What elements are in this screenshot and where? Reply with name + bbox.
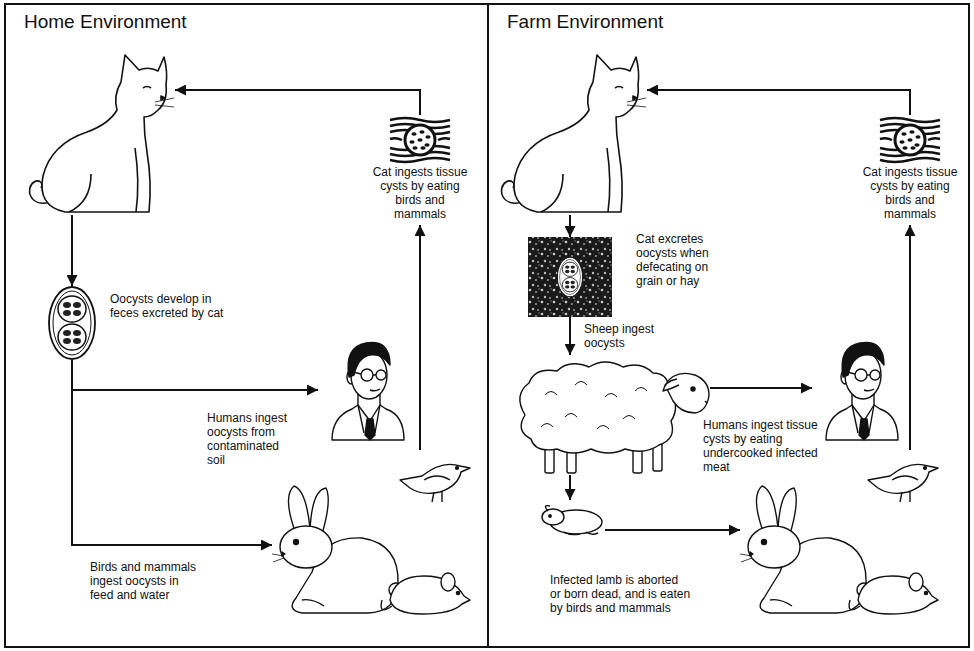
figure-part: [663, 379, 679, 391]
sheep-drawing: [520, 362, 709, 473]
oocyst-figure: Oocysts develop in feces excreted by cat: [47, 286, 97, 360]
cat-drawing: [502, 55, 646, 212]
caption: Cat ingests tissue cysts by eating birds…: [860, 165, 960, 221]
animals-figure: Birds and mammals ingest oocysts in feed…: [272, 450, 470, 615]
caption: Cat excretes oocysts when defecating on …: [636, 232, 722, 288]
grain-figure: Cat excretes oocysts when defecating on …: [528, 237, 612, 317]
caption: Cat ingests tissue cysts by eating birds…: [370, 165, 470, 221]
arrow: [605, 529, 740, 531]
arrow: [647, 90, 910, 115]
caption: Oocysts develop in feces excreted by cat: [110, 292, 234, 320]
arrow-label: Sheep ingest oocysts: [582, 322, 672, 350]
human-drawing: [332, 342, 404, 440]
cat-drawing: [30, 55, 174, 212]
arrow: [909, 225, 911, 450]
arrow: [569, 215, 571, 237]
cat-figure: [25, 52, 175, 215]
animals-drawing: [740, 464, 938, 614]
caption: Humans ingest oocysts from contaminated …: [207, 411, 295, 467]
figure-part: [520, 362, 676, 453]
figure-part: [542, 509, 564, 525]
animals-figure: [740, 450, 938, 615]
tissue-cyst-drawing: [390, 117, 450, 163]
sheep-figure: [505, 355, 710, 475]
lamb-figure: Infected lamb is aborted or born dead, a…: [540, 500, 605, 537]
tissue-cyst-figure: Cat ingests tissue cysts by eating birds…: [855, 115, 965, 225]
arrow: [569, 317, 571, 355]
tissue-cyst-figure: Cat ingests tissue cysts by eating birds…: [365, 115, 475, 225]
arrow-label-holder: Sheep ingest oocysts: [582, 322, 672, 350]
oocyst-drawing: [49, 287, 95, 359]
grain-drawing: [528, 237, 612, 317]
figure-part: [665, 373, 709, 413]
human-drawing: [826, 342, 898, 440]
caption: Infected lamb is aborted or born dead, a…: [550, 573, 691, 615]
animals-drawing: [272, 464, 470, 614]
panel-title: Home Environment: [24, 11, 187, 33]
figure-part: [691, 387, 695, 391]
tissue-cyst-drawing: [880, 117, 940, 163]
arrow: [419, 225, 421, 450]
figure-part: [705, 401, 707, 403]
human-figure: Humans ingest tissue cysts by eating und…: [812, 335, 899, 440]
figure-part: [541, 382, 647, 430]
caption: Birds and mammals ingest oocysts in feed…: [90, 560, 202, 602]
arrow: [71, 215, 73, 286]
cat-figure: [497, 52, 647, 215]
panel: Home EnvironmentOocysts develop in feces…: [4, 3, 489, 648]
arrow: [710, 387, 812, 389]
arrow: [72, 360, 318, 390]
panel-title: Farm Environment: [507, 11, 663, 33]
oocyst-drawing: [557, 257, 582, 297]
caption: Humans ingest tissue cysts by eating und…: [703, 418, 821, 474]
arrow: [569, 475, 571, 500]
human-figure: Humans ingest oocysts from contaminated …: [318, 335, 405, 440]
figure-part: [549, 515, 551, 517]
lamb-drawing: [542, 506, 602, 535]
figure-part: [545, 506, 550, 511]
panel: Farm EnvironmentCat excretes oocysts whe…: [487, 3, 970, 648]
figure-part: [564, 532, 598, 535]
arrow: [175, 90, 420, 115]
